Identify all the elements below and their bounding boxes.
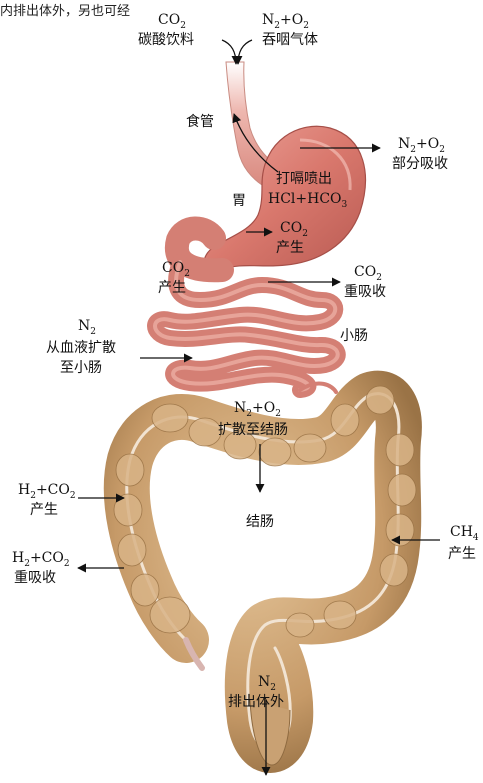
svg-text:N2+O2: N2+O2 (262, 12, 309, 31)
label-stomach-absorb: N2+O2 部分吸收 (392, 136, 448, 172)
svg-text:N2+O2: N2+O2 (398, 136, 445, 155)
svg-text:产生: 产生 (448, 546, 476, 562)
svg-text:CO2: CO2 (354, 264, 382, 283)
belch-text: 打嗝喷出 (276, 170, 332, 187)
svg-text:H2+CO2: H2+CO2 (12, 550, 70, 569)
co2-drink-formula: CO (158, 12, 180, 28)
svg-text:部分吸收: 部分吸收 (392, 156, 448, 172)
svg-text:N2: N2 (78, 318, 96, 337)
svg-text:产生: 产生 (158, 280, 186, 296)
label-small-intestine: 小肠 (340, 328, 368, 344)
svg-text:从血液扩散: 从血液扩散 (46, 340, 116, 356)
label-h2co2-produce: H2+CO2 产生 (18, 482, 76, 518)
n2o2-swallow-text: 吞咽气体 (262, 32, 318, 48)
svg-text:重吸收: 重吸收 (14, 570, 56, 586)
label-h2co2-reabsorb: H2+CO2 重吸收 (12, 550, 70, 586)
svg-text:CO2: CO2 (158, 12, 186, 31)
arrow-drink-in (222, 40, 236, 64)
label-n2o2-swallow: N2+O2 吞咽气体 (262, 12, 318, 48)
svg-text:H2+CO2: H2+CO2 (18, 482, 76, 501)
label-n2-blood: N2 从血液扩散 至小肠 (46, 318, 116, 376)
label-ch4: CH4 产生 (448, 524, 479, 562)
svg-text:至小肠: 至小肠 (60, 360, 102, 376)
label-colon: 结肠 (246, 514, 274, 530)
svg-text:产生: 产生 (276, 240, 304, 256)
label-esophagus: 食管 (186, 113, 214, 130)
label-stomach: 胃 (232, 193, 246, 209)
label-co2-drink: CO2 碳酸饮料 (138, 12, 194, 48)
svg-text:排出体外: 排出体外 (228, 694, 284, 710)
label-co2-reabsorb: CO2 重吸收 (344, 264, 386, 300)
svg-text:重吸收: 重吸收 (344, 284, 386, 300)
svg-text:CH4: CH4 (450, 524, 479, 543)
svg-text:扩散至结肠: 扩散至结肠 (218, 422, 288, 438)
co2-drink-text: 碳酸饮料 (138, 32, 194, 48)
svg-text:产生: 产生 (30, 502, 58, 518)
co2-drink-sub: 2 (180, 21, 186, 31)
arrow-swallow-in (238, 40, 252, 64)
